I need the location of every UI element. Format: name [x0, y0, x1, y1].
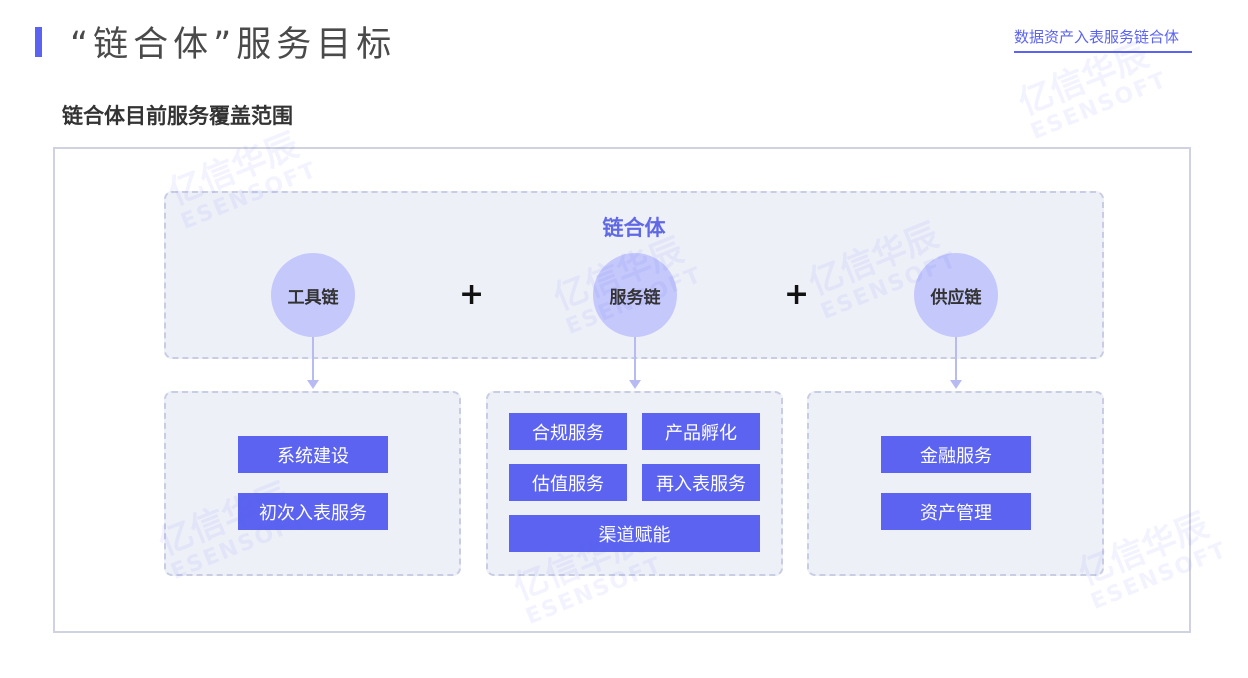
item-asset-management: 资产管理: [881, 493, 1031, 530]
section-subtitle: 链合体目前服务覆盖范围: [62, 104, 293, 128]
item-compliance: 合规服务: [509, 413, 627, 450]
title-accent-bar: [35, 27, 42, 57]
node-supply-chain: 供应链: [914, 253, 998, 337]
item-product-incubation: 产品孵化: [642, 413, 760, 450]
header-tag-underline: [1014, 51, 1192, 53]
arrow-down-icon: [950, 380, 962, 389]
plus-sign-2: +: [784, 277, 810, 312]
arrow-down-icon: [307, 380, 319, 389]
connector-tool: [312, 337, 314, 381]
item-initial-listing: 初次入表服务: [238, 493, 388, 530]
arrow-down-icon: [629, 380, 641, 389]
chain-title: 链合体: [602, 216, 666, 240]
node-tool-chain-label: 工具链: [287, 287, 339, 308]
item-system-build: 系统建设: [238, 436, 388, 473]
page-title: “链合体”服务目标: [70, 25, 397, 65]
plus-sign-1: +: [459, 277, 485, 312]
item-channel-empower: 渠道赋能: [509, 515, 760, 552]
node-tool-chain: 工具链: [271, 253, 355, 337]
connector-supply: [955, 337, 957, 381]
node-service-chain-label: 服务链: [609, 287, 661, 308]
node-supply-chain-label: 供应链: [930, 287, 982, 308]
item-relisting: 再入表服务: [642, 464, 760, 501]
group-supply-chain: [807, 391, 1104, 576]
item-valuation: 估值服务: [509, 464, 627, 501]
connector-service: [634, 337, 636, 381]
item-financial-services: 金融服务: [881, 436, 1031, 473]
node-service-chain: 服务链: [593, 253, 677, 337]
header-tag: 数据资产入表服务链合体: [1014, 28, 1180, 46]
group-tool-chain: [164, 391, 461, 576]
